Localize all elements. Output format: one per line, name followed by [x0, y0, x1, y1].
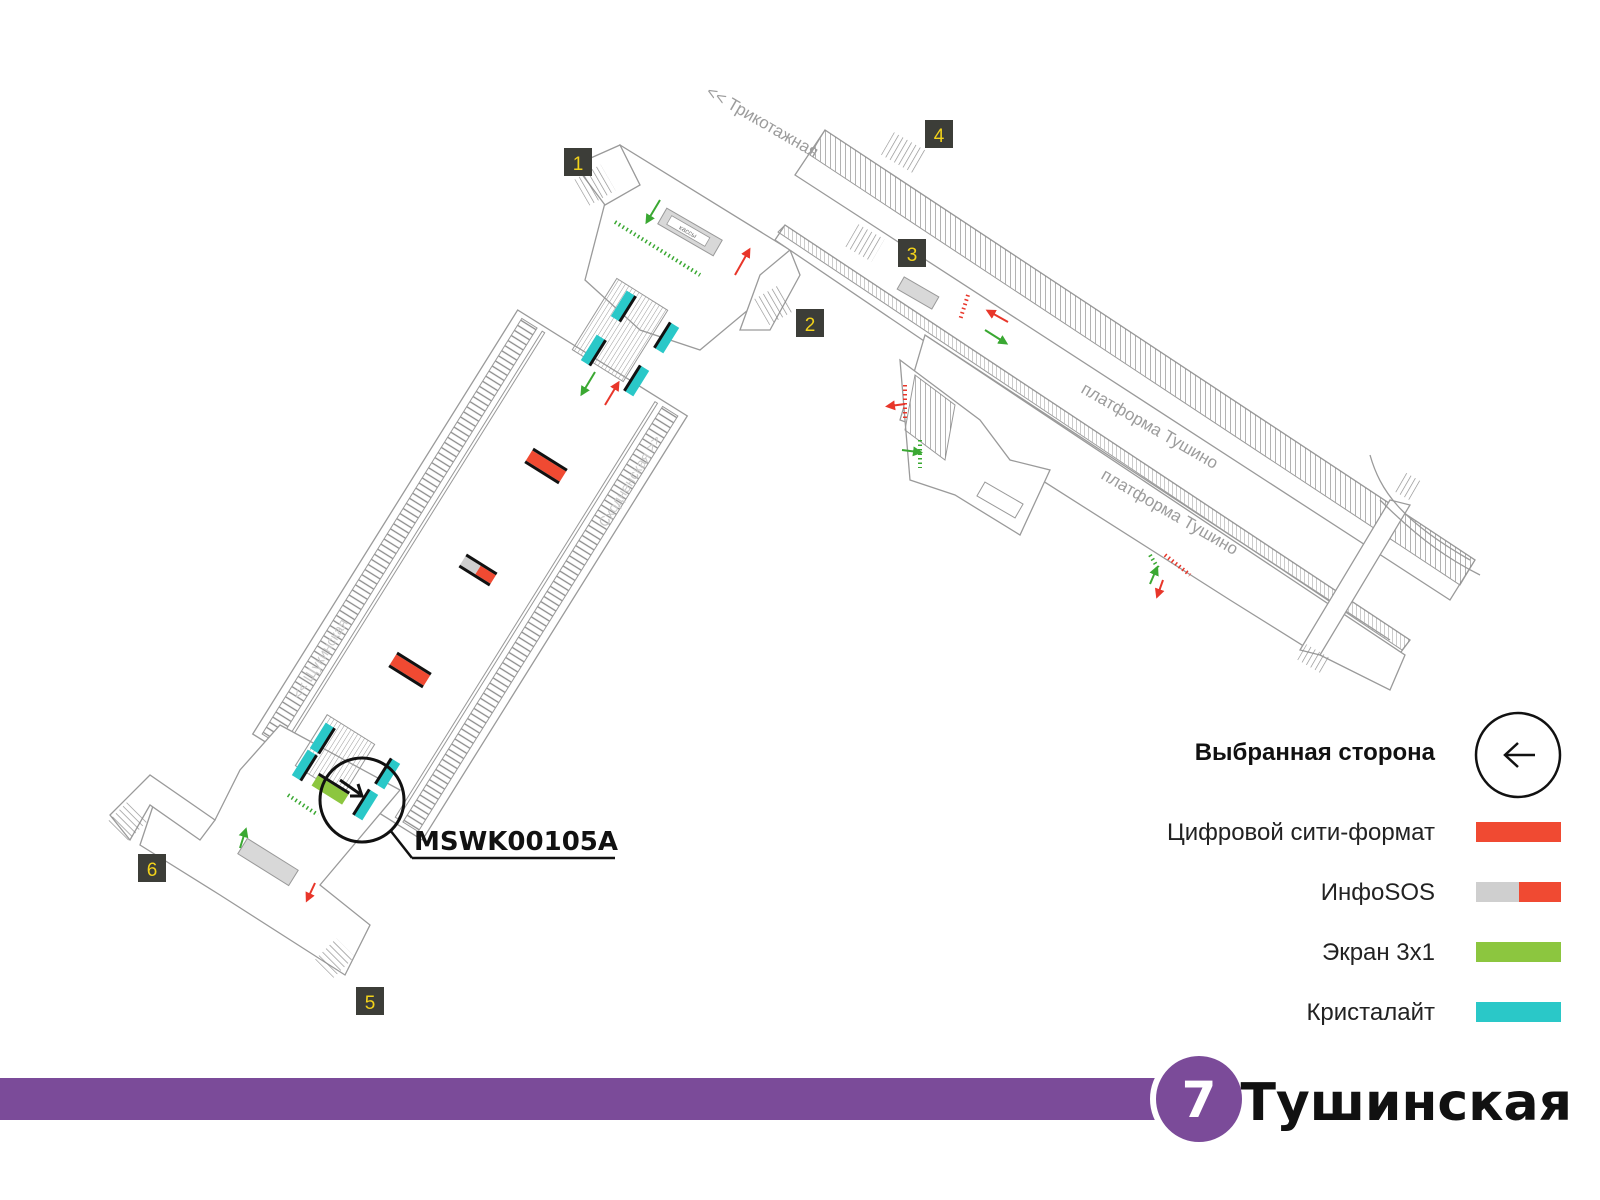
kassy-upper: кассы	[657, 207, 723, 257]
infosos-panel	[458, 553, 498, 587]
central-hall	[251, 309, 689, 841]
legend-label-city-format: Цифровой сити-формат	[1167, 819, 1435, 846]
surface-rail-area	[774, 129, 1481, 691]
exit-2: 2	[796, 309, 824, 337]
legend-title: Выбранная сторона	[1195, 739, 1436, 766]
svg-text:5: 5	[365, 993, 376, 1014]
kassy-platform	[896, 276, 940, 310]
legend-swatch-infosos-red	[1519, 882, 1561, 902]
flow-arrows	[238, 199, 1165, 903]
selected-code: MSWK00105A	[414, 827, 618, 857]
svg-text:1: 1	[573, 154, 584, 175]
crystalight-panels	[291, 290, 680, 821]
svg-text:4: 4	[934, 126, 945, 147]
line-number: 7	[1182, 1071, 1217, 1129]
direction-icon	[1474, 711, 1562, 799]
stairs-exit-6	[106, 801, 148, 843]
legend-label-infosos: ИнфоSOS	[1321, 879, 1435, 906]
direction-trikotazhnaya: << Трикотажная	[703, 82, 822, 162]
kassy-lower-right	[976, 481, 1024, 519]
station-name: Тушинская	[1240, 1073, 1572, 1133]
svg-text:3: 3	[907, 245, 918, 266]
exit-6: 6	[138, 854, 166, 882]
exit-1: 1	[564, 148, 592, 176]
svg-text:2: 2	[805, 315, 816, 336]
legend-label-screen-3x1: Экран 3х1	[1322, 939, 1435, 966]
svg-text:6: 6	[147, 860, 158, 881]
legend: Выбранная сторона Цифровой сити-формат И…	[1167, 711, 1562, 1026]
legend-swatch-infosos-gray	[1476, 882, 1519, 902]
legend-swatch-crystalight	[1476, 1002, 1561, 1022]
stairs-exit-2	[754, 285, 794, 325]
exit-3: 3	[898, 239, 926, 267]
exit-4: 4	[925, 120, 953, 148]
stairs-exit-5	[315, 938, 355, 978]
upper-vestibule: кассы	[571, 143, 801, 383]
selected-marker	[318, 756, 615, 860]
exit-5: 5	[356, 987, 384, 1015]
legend-swatch-screen-3x1	[1476, 942, 1561, 962]
kassy-lower	[237, 837, 299, 887]
legend-label-crystalight: Кристалайт	[1306, 999, 1435, 1026]
legend-swatch-city-format	[1476, 822, 1561, 842]
metro-line-bar: 7	[0, 1050, 1248, 1148]
lower-vestibule	[106, 714, 402, 978]
city-format-panels	[388, 447, 568, 689]
